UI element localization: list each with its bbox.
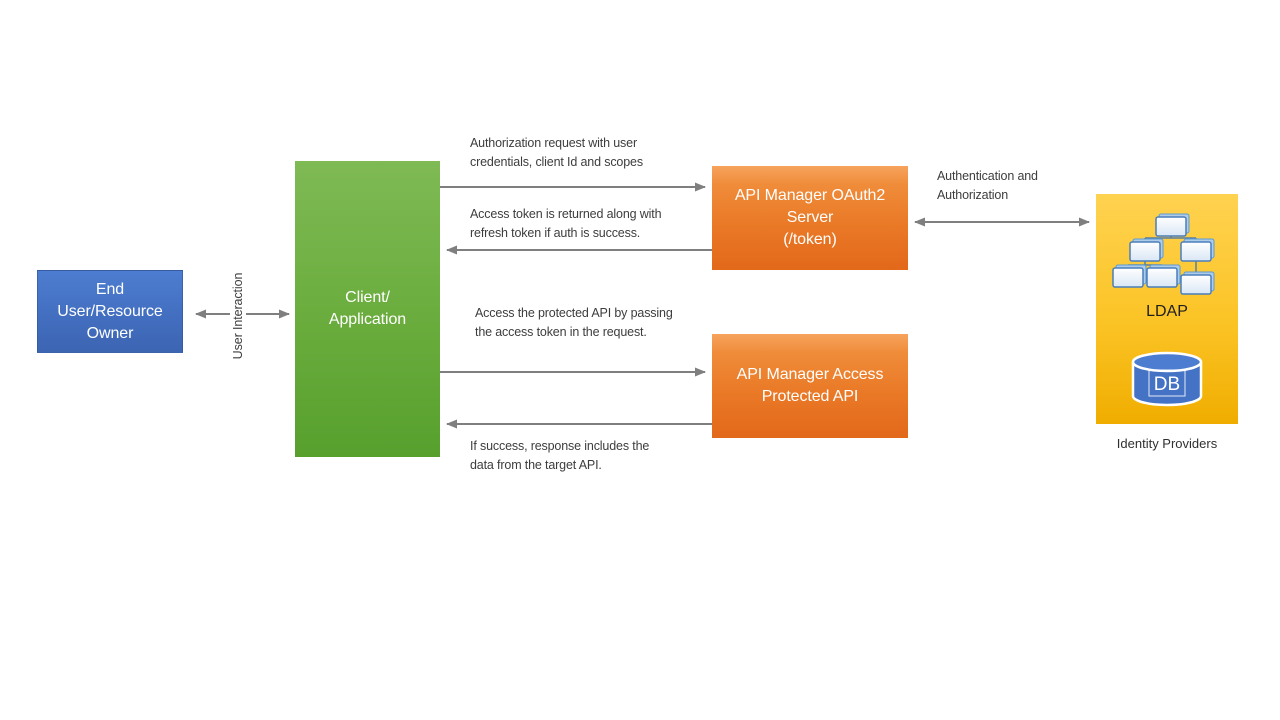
node-protected-api: API Manager Access Protected API (712, 334, 908, 438)
database-icon: DB (1131, 351, 1203, 407)
tree-node-icon (1112, 264, 1147, 288)
identity-providers-caption: Identity Providers (1116, 436, 1218, 451)
tree-node-icon (1155, 213, 1190, 237)
node-oauth2-server: API Manager OAuth2 Server (/token) (712, 166, 908, 270)
label-success-response: If success, response includes the data f… (470, 439, 650, 472)
tree-node-icon (1146, 264, 1181, 288)
label-auth-request: Authorization request with user credenti… (470, 136, 643, 169)
node-end-user: End User/Resource Owner (37, 270, 183, 353)
tree-node-icon (1180, 238, 1215, 262)
label-authn-authz: Authentication and Authorization (937, 169, 1038, 202)
node-identity-provider: LDAP DB (1096, 194, 1238, 424)
db-label: DB (1154, 374, 1180, 395)
label-access-api: Access the protected API by passing the … (475, 306, 673, 339)
tree-node-icon (1129, 238, 1164, 262)
tree-node-icon (1180, 271, 1215, 295)
label-user-interaction: User Interaction (230, 266, 246, 366)
ldap-label: LDAP (1146, 303, 1188, 320)
label-token-response: Access token is returned along with refr… (470, 207, 662, 240)
ldap-tree-icon (1112, 213, 1215, 295)
node-client-application: Client/ Application (295, 161, 440, 457)
